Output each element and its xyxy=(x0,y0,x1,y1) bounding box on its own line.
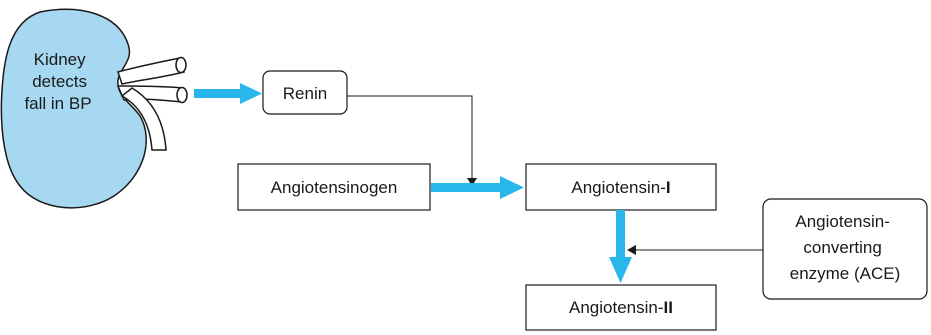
angiotensin-1-suffix: I xyxy=(666,178,671,197)
connector-renin xyxy=(347,95,477,186)
angiotensin-2-prefix: Angiotensin- xyxy=(569,298,664,317)
kidney-label-line-3: fall in BP xyxy=(24,94,91,113)
ace-label-line-1: Angiotensin- xyxy=(795,212,890,231)
ace-label-line-3: enzyme (ACE) xyxy=(790,264,901,283)
angiotensinogen-node: Angiotensinogen xyxy=(237,163,431,211)
arrow-angiotensinogen-to-angiotensin-1 xyxy=(431,176,524,199)
connector-ace xyxy=(627,245,763,255)
kidney-vessel-upper-end xyxy=(175,56,187,74)
arrow-kidney-to-renin xyxy=(194,83,262,104)
angiotensin-2-node: Angiotensin-II xyxy=(525,284,717,331)
angiotensin-2-box xyxy=(525,284,717,331)
kidney-label-line-2: detects xyxy=(32,72,87,91)
angiotensin-1-node: Angiotensin-I xyxy=(525,163,717,211)
svg-text:Angiotensin-I: Angiotensin-I xyxy=(571,178,670,197)
kidney-label-line-1: Kidney xyxy=(34,50,86,69)
angiotensin-1-box xyxy=(525,163,717,211)
renin-label: Renin xyxy=(283,84,327,103)
arrow-angiotensin-1-to-angiotensin-2 xyxy=(609,210,632,283)
angiotensinogen-box xyxy=(237,163,431,211)
kidney-ureter xyxy=(120,87,167,151)
angiotensin-1-prefix: Angiotensin- xyxy=(571,178,666,197)
angiotensin-2-suffix: II xyxy=(664,298,673,317)
svg-text:Kidney detects fal: Kidney detects fall in BP xyxy=(24,50,91,113)
svg-text:Angiotensin-II: Angiotensin-II xyxy=(569,298,673,317)
kidney-shape xyxy=(0,8,147,209)
kidney-vessel-lower-end xyxy=(176,86,188,104)
ace-box xyxy=(762,198,928,300)
renin-node: Renin xyxy=(262,70,348,115)
kidney-vessel-upper xyxy=(117,57,185,85)
ace-node: Angiotensin- converting enzyme (ACE) xyxy=(762,198,928,300)
kidney-group: Kidney detects fall in BP xyxy=(0,8,188,209)
svg-text:Angiotensin- converting: Angiotensin- converting enzyme (ACE) xyxy=(790,212,901,283)
ace-label-line-2: converting xyxy=(803,238,881,257)
angiotensinogen-label: Angiotensinogen xyxy=(271,178,398,197)
renin-box xyxy=(262,70,348,115)
